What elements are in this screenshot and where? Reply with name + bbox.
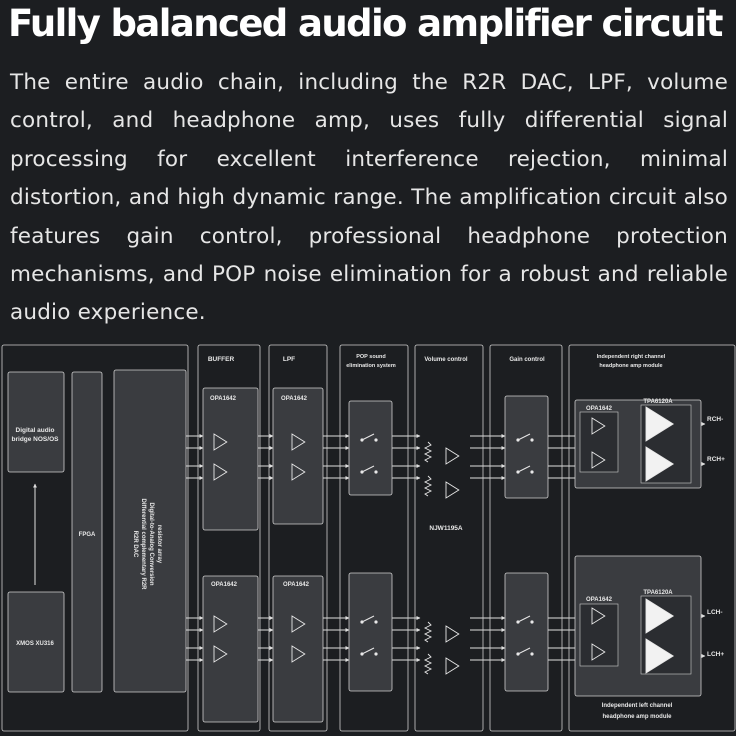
- opamp-symbol-2: [291, 433, 306, 451]
- lpf-top-block: [272, 387, 324, 525]
- opa-label-lpf-bottom: OPA1642: [283, 582, 310, 588]
- lpf-heading: LPF: [283, 356, 295, 363]
- opa-label-buffer-top: OPA1642: [210, 396, 237, 402]
- right-opa-box: [579, 411, 619, 473]
- bridge-label-line1: Digital audio: [16, 427, 55, 434]
- opamp-symbol-0: [213, 433, 228, 451]
- gain-bottom-block: [504, 572, 549, 692]
- switch-0-b: [374, 438, 378, 442]
- switch-7-b: [530, 652, 534, 656]
- power-amp-symbol-0: [645, 406, 675, 442]
- opa-label-buffer-bottom: OPA1642: [211, 582, 238, 588]
- gain-heading: Gain control: [509, 357, 545, 363]
- switch-6-b: [530, 620, 534, 624]
- left-module-label-line2: headphone amp module: [602, 714, 672, 720]
- dac-label-line3: Digital-to-Analog Conversion: [148, 503, 154, 586]
- buffer-section-frame: [197, 344, 261, 732]
- opa-label-right-module: OPA1642: [586, 406, 613, 412]
- dac-block: [113, 369, 187, 693]
- opamp-symbol-13: [591, 451, 606, 469]
- lpf-section-frame: [268, 344, 328, 732]
- opa-label-left-module: OPA1642: [586, 597, 613, 603]
- opamp-symbol-9: [445, 481, 460, 499]
- lpf-bottom-block: [272, 575, 324, 723]
- opamp-symbol-3: [291, 463, 306, 481]
- volume-resistor-3: [423, 653, 433, 675]
- left-module-label-line1: Independent left channel: [602, 703, 673, 709]
- switch-1-b: [374, 470, 378, 474]
- opamp-symbol-11: [445, 657, 460, 675]
- power-amp-symbol-2: [645, 598, 675, 634]
- volume-resistor-2: [423, 621, 433, 643]
- fpga-block: [71, 371, 103, 693]
- opamp-symbol-14: [591, 607, 606, 625]
- amp-section-frame: [568, 344, 736, 732]
- pop-heading-line1: POP sound: [356, 354, 386, 360]
- opamp-symbol-6: [291, 615, 306, 633]
- xmos-block: [7, 591, 65, 693]
- source-section-frame: [1, 344, 189, 732]
- power-amp-symbol-1: [645, 446, 675, 482]
- pop-bottom-block: [348, 572, 393, 692]
- pop-section-frame: [339, 344, 409, 732]
- opamp-symbol-12: [591, 417, 606, 435]
- opamp-symbol-7: [291, 645, 306, 663]
- tpa-label-right: TPA6120A: [643, 399, 673, 405]
- switch-4-lever: [517, 433, 531, 441]
- switch-2-b: [374, 620, 378, 624]
- fpga-label: FPGA: [79, 532, 96, 538]
- opamp-symbol-10: [445, 625, 460, 643]
- description-text: The entire audio chain, including the R2…: [10, 70, 728, 326]
- opa-label-lpf-top: OPA1642: [281, 396, 308, 402]
- dac-label-line1: R2R DAC: [132, 531, 138, 558]
- buffer-top-block: [202, 387, 259, 531]
- bridge-label-line2: bridge NOS/OS: [12, 436, 60, 443]
- right-module-label-line2: headphone amp module: [599, 363, 662, 369]
- lch-plus-label: LCH+: [707, 651, 724, 658]
- lch-minus-label: LCH-: [707, 609, 723, 616]
- tpa-label-left: TPA6120A: [643, 590, 673, 596]
- right-module-label-line1: Independent right channel: [597, 354, 666, 360]
- volume-resistor-1: [423, 475, 433, 497]
- left-opa-box: [579, 603, 619, 667]
- opamp-symbol-4: [213, 615, 228, 633]
- switch-2-lever: [361, 615, 375, 623]
- rch-plus-label: RCH+: [707, 456, 725, 463]
- gain-section-frame: [489, 344, 563, 732]
- power-amp-symbol-3: [645, 638, 675, 674]
- switch-7-lever: [517, 647, 531, 655]
- xmos-label: XMOS XU316: [16, 641, 54, 647]
- rch-minus-label: RCH-: [707, 416, 723, 423]
- pop-heading-line2: elimination system: [346, 363, 396, 369]
- page-title: Fully balanced audio amplifier circuit: [8, 2, 723, 45]
- volume-resistor-0: [423, 441, 433, 463]
- switch-5-b: [530, 470, 534, 474]
- switch-3-lever: [361, 647, 375, 655]
- buffer-heading: BUFFER: [208, 356, 235, 363]
- dac-label-line4: resistor array: [156, 525, 162, 564]
- switch-0-lever: [361, 433, 375, 441]
- njw-label: NJW1195A: [429, 525, 463, 532]
- opamp-symbol-15: [591, 643, 606, 661]
- buffer-bottom-block: [202, 575, 259, 723]
- switch-3-b: [374, 652, 378, 656]
- opamp-symbol-8: [445, 447, 460, 465]
- volume-section-frame: [414, 344, 484, 732]
- switch-1-lever: [361, 465, 375, 473]
- volume-heading: Volume control: [424, 357, 468, 363]
- switch-5-lever: [517, 465, 531, 473]
- gain-top-block: [504, 395, 549, 499]
- switch-6-lever: [517, 615, 531, 623]
- pop-top-block: [348, 400, 393, 496]
- dac-label-line2: Differential complementary R2R: [140, 498, 146, 590]
- switch-4-b: [530, 438, 534, 442]
- opamp-symbol-5: [213, 645, 228, 663]
- digital-bridge-block: [7, 371, 65, 473]
- block-diagram: Digital audio bridge NOS/OS XMOS XU316 F…: [1, 344, 736, 732]
- opamp-symbol-1: [213, 463, 228, 481]
